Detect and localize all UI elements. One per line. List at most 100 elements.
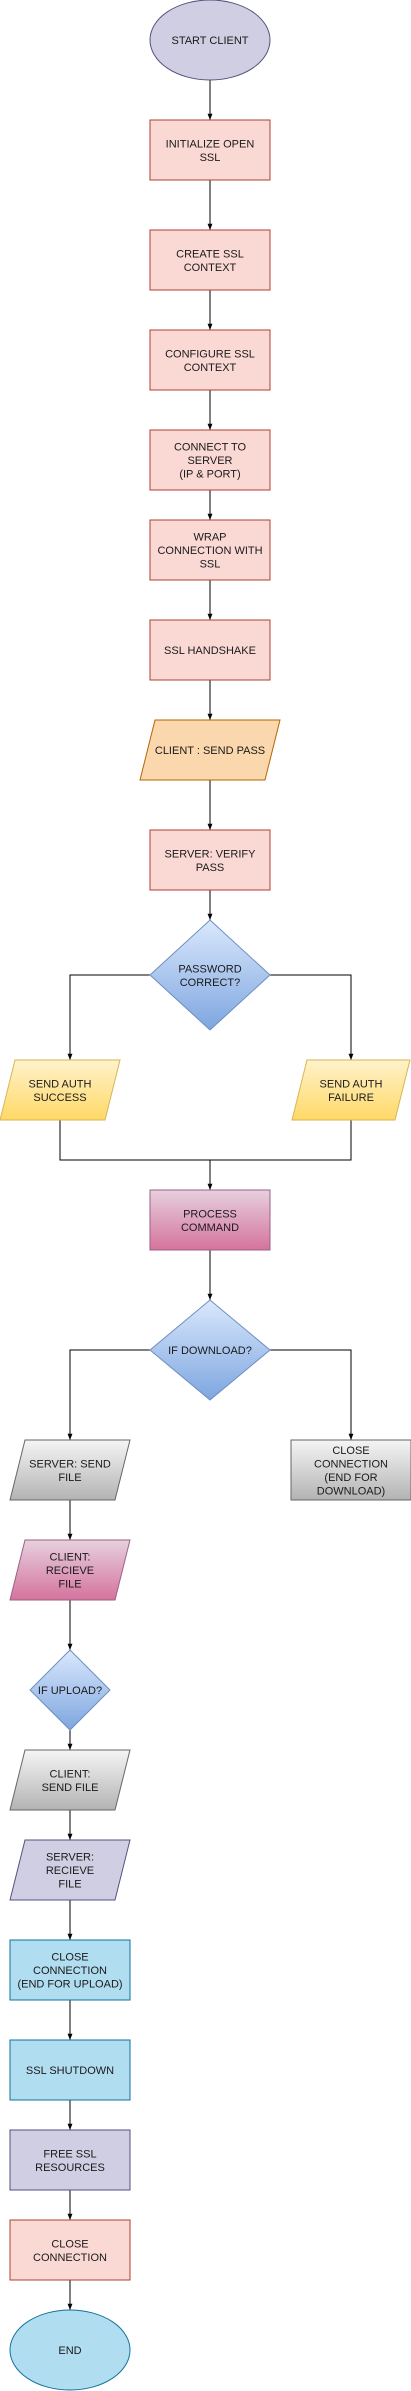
send-auth-success-node: SEND AUTH SUCCESS [0,1059,121,1121]
password-correct-label: PASSWORD CORRECT? [178,963,241,989]
server-verify-pass-line-1: SERVER: VERIFY [165,848,257,860]
server-send-file-node: SERVER: SEND FILE [9,1439,131,1501]
server-verify-pass-label: SERVER: VERIFY PASS [165,848,257,874]
send-auth-failure-label: SEND AUTH FAILURE [320,1078,383,1104]
send-auth-success-label: SEND AUTH SUCCESS [29,1078,92,1104]
if-download-label: IF DOWNLOAD? [168,1345,252,1357]
free-ssl-resources-label: FREE SSL RESOURCES [35,2148,105,2174]
configure-ssl-context-line-2: CONTEXT [184,362,237,374]
ssl-handshake-line-1: SSL HANDSHAKE [164,645,256,657]
client-send-file-node: CLIENT: SEND FILE [9,1749,131,1811]
wrap-connection-line-1: WRAP [194,532,227,544]
start-client-line-1: START CLIENT [171,35,248,47]
edges [59,80,354,2310]
end-label: END [58,2345,81,2357]
close-connection-label: CLOSE CONNECTION [33,2238,107,2264]
connect-to-server-line-1: CONNECT TO [174,442,247,454]
create-ssl-context-label: CREATE SSL CONTEXT [176,248,244,274]
initialize-open-ssl-label: INITIALIZE OPEN SSL [166,138,255,164]
client-send-pass-label: CLIENT : SEND PASS [155,745,265,757]
end-line-1: END [58,2345,81,2357]
free-ssl-resources-line-1: FREE SSL [43,2148,96,2160]
close-connection-download-line-2: CONNECTION [314,1458,388,1470]
send-auth-success-line-1: SEND AUTH [29,1078,92,1090]
send-auth-success-line-2: SUCCESS [33,1092,86,1104]
password-correct-line-2: CORRECT? [180,977,241,989]
process-command-node: PROCESS COMMAND [149,1189,271,1251]
close-connection-upload-line-1: CLOSE [51,1952,88,1964]
edge-download-yes-to-server-send-file [67,1349,150,1440]
connect-to-server-line-2: SERVER [187,455,232,467]
client-send-file-line-2: SEND FILE [42,1782,99,1794]
create-ssl-context-line-1: CREATE SSL [176,248,244,260]
server-send-file-line-1: SERVER: SEND [29,1458,111,1470]
connect-to-server-line-3: (IP & PORT) [179,469,240,481]
start-client-label: START CLIENT [171,35,248,47]
server-recieve-file-line-1: SERVER: [46,1852,94,1864]
close-connection-line-1: CLOSE [51,2238,88,2250]
wrap-connection-line-2: CONNECTION WITH [157,545,262,557]
server-send-file-label: SERVER: SEND FILE [29,1458,111,1484]
client-recieve-file-line-3: FILE [58,1579,81,1591]
client-send-file-label: CLIENT: SEND FILE [42,1768,99,1794]
configure-ssl-context-node: CONFIGURE SSL CONTEXT [149,329,271,391]
ssl-handshake-label: SSL HANDSHAKE [164,645,256,657]
password-correct-line-1: PASSWORD [178,963,241,975]
close-connection-upload-line-3: (END FOR UPLOAD) [17,1979,122,1991]
server-recieve-file-line-2: RECIEVE [46,1865,94,1877]
edge-auth-merge-line [59,1120,352,1161]
initialize-open-ssl-line-1: INITIALIZE OPEN [166,138,255,150]
client-recieve-file-line-2: RECIEVE [46,1565,94,1577]
free-ssl-resources-node: FREE SSL RESOURCES [9,2129,131,2191]
server-recieve-file-line-3: FILE [58,1879,81,1891]
ssl-shutdown-label: SSL SHUTDOWN [26,2065,114,2077]
initialize-open-ssl-line-2: SSL [200,152,221,164]
process-command-line-1: PROCESS [183,1208,237,1220]
start-client-node: START CLIENT [149,0,271,81]
close-connection-upload-line-2: CONNECTION [33,1965,107,1977]
ssl-shutdown-line-1: SSL SHUTDOWN [26,2065,114,2077]
close-connection-node: CLOSE CONNECTION [9,2219,131,2281]
client-recieve-file-line-1: CLIENT: [50,1552,91,1564]
server-verify-pass-line-2: PASS [196,862,225,874]
process-command-line-2: COMMAND [181,1222,239,1234]
client-send-pass-node: CLIENT : SEND PASS [139,719,281,781]
if-download-line-1: IF DOWNLOAD? [168,1345,252,1357]
send-auth-failure-line-1: SEND AUTH [320,1078,383,1090]
client-recieve-file-label: CLIENT:RECIEVE FILE [46,1552,94,1591]
configure-ssl-context-label: CONFIGURE SSL CONTEXT [165,348,255,374]
server-send-file-line-2: FILE [58,1472,81,1484]
client-send-pass-line-1: CLIENT : SEND PASS [155,745,265,757]
if-download-decision: IF DOWNLOAD? [149,1299,271,1401]
close-connection-download-line-1: CLOSE [332,1445,369,1457]
client-send-file-line-1: CLIENT: [50,1768,91,1780]
send-auth-failure-line-2: FAILURE [328,1092,374,1104]
send-auth-failure-node: SEND AUTH FAILURE [291,1059,411,1121]
configure-ssl-context-line-1: CONFIGURE SSL [165,348,255,360]
close-connection-download-line-3: (END FOR [324,1472,377,1484]
create-ssl-context-node: CREATE SSL CONTEXT [149,229,271,291]
end-node: END [9,2309,131,2391]
ssl-shutdown-node: SSL SHUTDOWN [9,2039,131,2101]
server-recieve-file-label: SERVER:RECIEVE FILE [46,1852,94,1891]
free-ssl-resources-line-2: RESOURCES [35,2162,105,2174]
wrap-connection-line-3: SSL [200,559,221,571]
client-recieve-file-node: CLIENT:RECIEVE FILE [9,1539,131,1601]
close-connection-download-line-4: DOWNLOAD) [317,1485,385,1497]
create-ssl-context-line-2: CONTEXT [184,262,237,274]
close-connection-line-2: CONNECTION [33,2252,107,2264]
server-verify-pass-node: SERVER: VERIFY PASS [149,829,271,891]
edge-decision-to-auth-failure [270,974,354,1060]
if-upload-label: IF UPLOAD? [38,1685,102,1697]
ssl-handshake-node: SSL HANDSHAKE [149,619,271,681]
server-recieve-file-node: SERVER:RECIEVE FILE [9,1839,131,1901]
edge-decision-to-auth-success [67,974,150,1060]
